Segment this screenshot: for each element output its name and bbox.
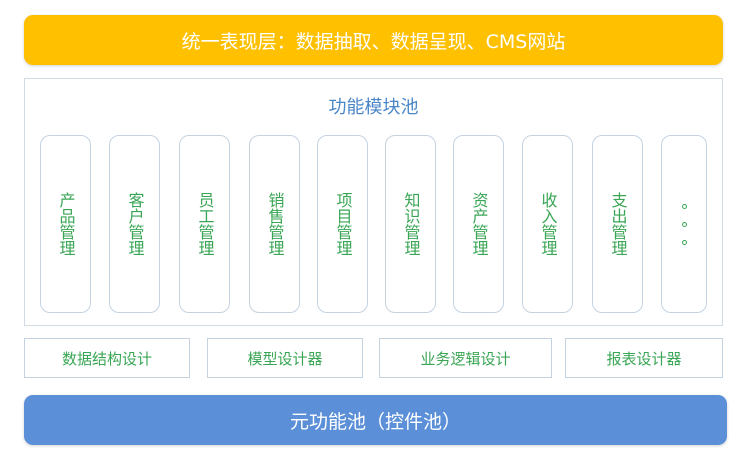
module-label: 项目管理	[333, 192, 353, 256]
tool-label: 模型设计器	[247, 349, 323, 368]
module-card-knowledge: 知识管理	[385, 135, 436, 313]
module-label: 资产管理	[469, 192, 489, 256]
module-pool-title: 功能模块池	[328, 97, 419, 118]
unified-presentation-layer: 统一表现层：数据抽取、数据呈现、CMS网站	[24, 15, 723, 65]
tool-model-designer: 模型设计器	[207, 338, 363, 378]
meta-function-pool-label: 元功能池（控件池）	[289, 410, 461, 433]
tool-report-designer: 报表设计器	[565, 338, 723, 378]
meta-function-pool: 元功能池（控件池）	[24, 395, 727, 445]
module-label: 客户管理	[125, 192, 145, 256]
unified-presentation-layer-label: 统一表现层：数据抽取、数据呈现、CMS网站	[181, 30, 566, 53]
dot-icon	[681, 221, 687, 227]
module-card-product: 产品管理	[40, 135, 91, 313]
module-label: 产品管理	[56, 192, 76, 256]
module-label: 知识管理	[401, 192, 421, 256]
dot-icon	[681, 239, 687, 245]
module-label: 员工管理	[195, 192, 215, 256]
module-card-project: 项目管理	[317, 135, 368, 313]
module-card-more	[661, 135, 707, 313]
module-label: 支出管理	[608, 192, 628, 256]
module-label: 销售管理	[265, 192, 285, 256]
more-dots-icon	[681, 203, 687, 245]
tool-label: 数据结构设计	[61, 349, 152, 368]
module-card-customer: 客户管理	[109, 135, 160, 313]
module-card-sales: 销售管理	[249, 135, 300, 313]
tool-label: 业务逻辑设计	[420, 349, 511, 368]
module-label: 收入管理	[538, 192, 558, 256]
tool-label: 报表设计器	[606, 349, 682, 368]
module-card-employee: 员工管理	[179, 135, 230, 313]
module-card-expense: 支出管理	[592, 135, 643, 313]
dot-icon	[681, 203, 687, 209]
tool-data-structure-design: 数据结构设计	[24, 338, 190, 378]
module-card-income: 收入管理	[522, 135, 573, 313]
function-module-pool: 功能模块池 产品管理 客户管理 员工管理 销售管理 项目管理 知识管理 资产管理…	[24, 78, 723, 326]
tool-business-logic-design: 业务逻辑设计	[379, 338, 552, 378]
module-card-asset: 资产管理	[453, 135, 504, 313]
